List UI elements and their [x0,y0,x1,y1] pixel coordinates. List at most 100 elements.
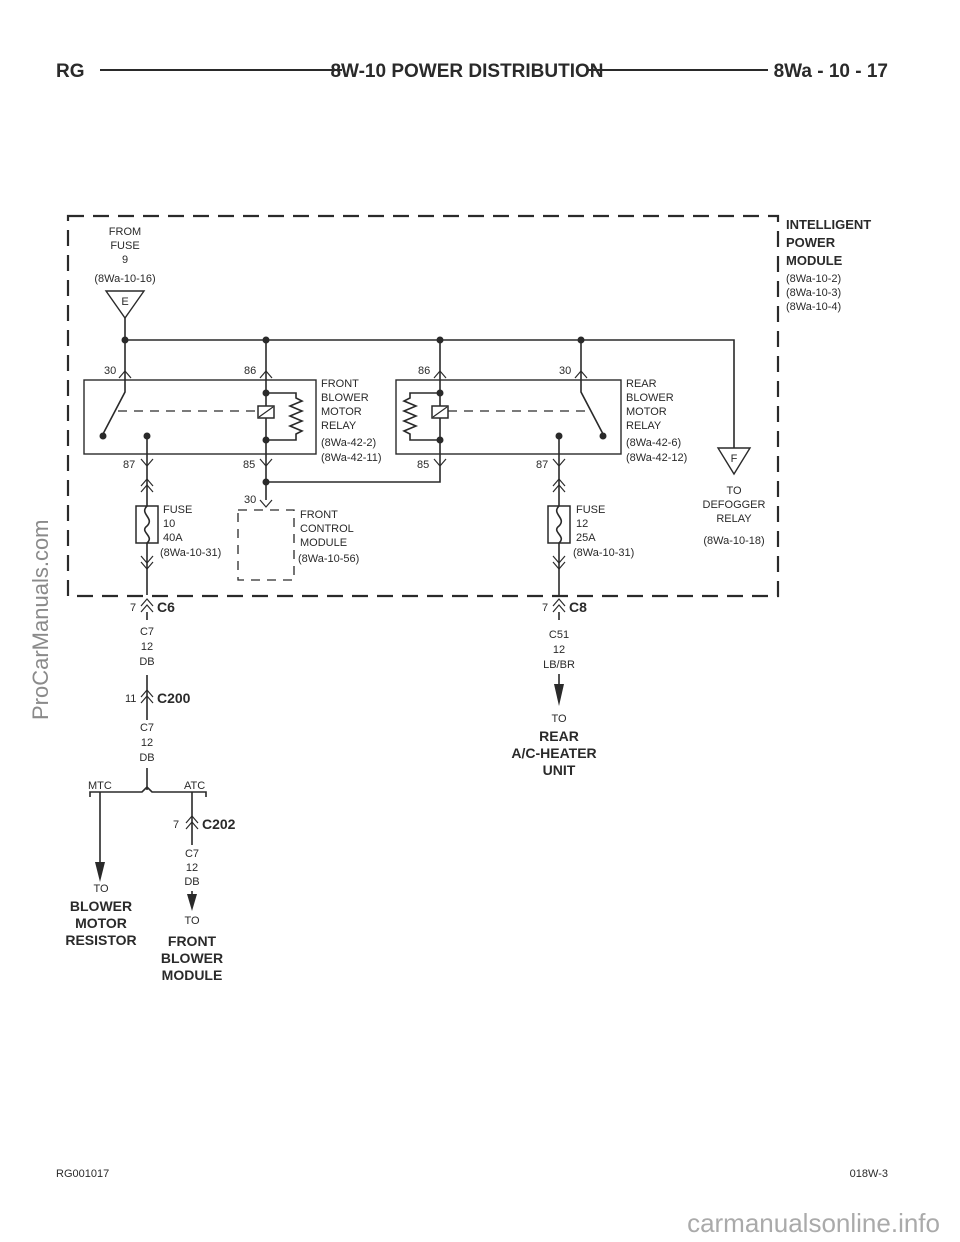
pin-marker [259,499,273,508]
bottom-watermark: carmanualsonline.info [687,1208,940,1238]
pin-marker [552,478,566,487]
front-blower-module-line-1: FRONT [168,933,217,949]
rear-relay-label-2: BLOWER [626,392,674,404]
fcm-label-2: CONTROL [300,523,354,535]
atc-label: ATC [184,780,205,792]
c202-pin: 7 [173,819,179,831]
from-fuse-line-2: FUSE [110,240,139,252]
pin-marker [140,604,154,613]
fcm-dashed-box [237,509,295,581]
footer-figure-id: RG001017 [56,1168,109,1180]
arrow-down-icon [95,862,105,882]
wire1-line-3: DB [139,656,154,668]
defogger-line-1: TO [726,485,742,497]
front-relay-pin-87: 87 [123,459,135,471]
right-circuit: 7 C8 C51 12 LB/BR TO REAR A/C-HEATER UNI… [511,598,597,778]
rear-relay-pin-87: 87 [536,459,548,471]
fuse-12-label-1: FUSE [576,504,605,516]
wire3-line-3: DB [184,876,199,888]
wire2-line-1: C7 [140,722,154,734]
rear-unit-to: TO [551,713,567,725]
front-relay-switch [102,370,126,435]
header-left: RG [56,61,85,82]
connector-c6: C6 [157,599,175,615]
left-circuit: 7 C6 C7 12 DB 11 C200 C7 12 DB MTC ATC 7… [88,598,236,911]
front-relay-box [83,379,317,455]
wire3-line-2: 12 [186,862,198,874]
ipm-ref-3: (8Wa-10-4) [786,301,841,313]
from-fuse-9: FROM FUSE 9 (8Wa-10-16) E [94,226,156,320]
arrow-down-icon [554,684,564,706]
pin-marker [140,555,154,564]
fuse-12-label-3: 25A [576,532,596,544]
footer-code: 018W-3 [850,1168,888,1180]
blower-resistor-line-2: MOTOR [75,915,127,931]
pin-marker [140,561,154,570]
connector-c200: C200 [157,690,191,706]
front-relay-pin-30: 30 [104,365,116,377]
wire3-line-1: C7 [185,848,199,860]
header-page-number: 8Wa - 10 - 17 [774,61,888,82]
dest-front-blower-module: TO FRONT BLOWER MODULE [161,915,223,983]
from-fuse-ref: (8Wa-10-16) [94,273,155,285]
rear-relay-switch [580,370,604,435]
fuse-10-ref: (8Wa-10-31) [160,547,221,559]
rear-relay-pin-86: 86 [418,365,430,377]
pin-marker [185,821,199,830]
fuse-12-ref: (8Wa-10-31) [573,547,634,559]
pin-marker [185,815,199,824]
front-relay-label-4: RELAY [321,420,357,432]
front-relay-label-1: FRONT [321,378,359,390]
rear-relay-box [395,379,622,455]
ipm-label: INTELLIGENT POWER MODULE (8Wa-10-2) (8Wa… [786,217,871,313]
front-blower-module-line-2: BLOWER [161,950,223,966]
fcm-pin-30: 30 [244,494,256,506]
front-relay-coil-slash [258,406,274,418]
pin-marker [552,561,566,570]
front-relay-pin-85: 85 [243,459,255,471]
ipm-title-line-2: POWER [786,235,836,250]
connector-e-letter: E [121,296,128,308]
switch-contact [599,432,607,440]
fuse-10-label-3: 40A [163,532,183,544]
side-watermark: ProCarManuals.com [28,519,53,720]
to-defogger-relay: F TO DEFOGGER RELAY (8Wa-10-18) [703,447,766,547]
wire1-line-2: 12 [141,641,153,653]
c6-pin: 7 [130,602,136,614]
dest-blower-motor-resistor: TO BLOWER MOTOR RESISTOR [65,883,136,948]
fuse-10: FUSE 10 40A (8Wa-10-31) [135,466,221,595]
front-blower-module-line-3: MODULE [162,967,223,983]
rear-blower-motor-relay: 86 30 85 87 REAR BLOWER MOTOR RELAY (8Wa… [395,365,687,471]
ipm-ref-2: (8Wa-10-3) [786,287,841,299]
fuse-12: FUSE 12 25A (8Wa-10-31) [547,466,634,595]
from-fuse-line-3: 9 [122,254,128,266]
front-blower-motor-relay: 30 86 87 85 FRONT BLOWER MOTOR RELAY (8W… [83,365,382,471]
fcm-label-1: FRONT [300,509,338,521]
front-relay-pin-86: 86 [244,365,256,377]
fuse-12-label-2: 12 [576,518,588,530]
blower-resistor-line-1: BLOWER [70,898,132,914]
fcm-label-3: MODULE [300,537,347,549]
fuse-10-label-2: 10 [163,518,175,530]
rear-relay-coil-slash [432,406,448,418]
fcm-ref: (8Wa-10-56) [298,553,359,565]
fuse-10-label-1: FUSE [163,504,192,516]
rear-relay-pin-30: 30 [559,365,571,377]
rear-unit-line-3: UNIT [543,762,576,778]
ipm-title-line-3: MODULE [786,253,843,268]
rear-relay-resistor [401,392,440,441]
pin-marker [552,598,566,607]
pin-marker [140,689,154,698]
connector-e-triangle [104,290,146,320]
mtc-atc-splice [89,785,207,797]
ipm-enclosure [66,214,780,598]
rear-relay-label-3: MOTOR [626,406,667,418]
mtc-label: MTC [88,780,112,792]
wire2-line-3: DB [139,752,154,764]
fuse-12-element [555,505,563,544]
wire2-line-2: 12 [141,737,153,749]
front-relay-label-2: BLOWER [321,392,369,404]
c8-pin: 7 [542,602,548,614]
pin-marker [140,484,154,493]
pin-marker [140,478,154,487]
